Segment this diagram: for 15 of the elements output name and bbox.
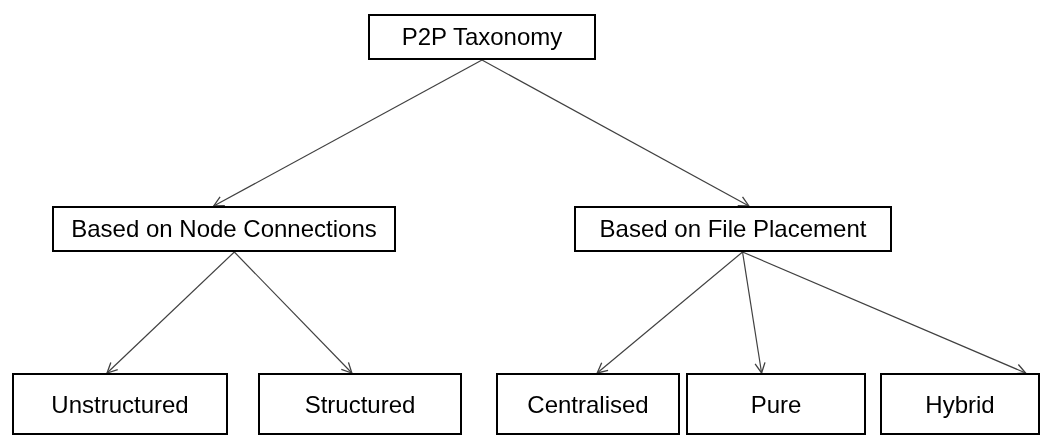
arrow [741, 251, 1027, 375]
arrow [596, 251, 744, 374]
arrow [481, 59, 750, 207]
category-box: Centralised [496, 373, 680, 435]
arrow [233, 251, 353, 374]
arrow [106, 251, 235, 374]
category-box: Structured [258, 373, 462, 435]
category-box: Unstructured [12, 373, 228, 435]
category-box: Based on Node Connections [52, 206, 396, 252]
category-box: Pure [686, 373, 866, 435]
arrow [213, 59, 483, 207]
arrow [741, 251, 766, 374]
category-box: Based on File Placement [574, 206, 892, 252]
category-box: Hybrid [880, 373, 1040, 435]
category-box: P2P Taxonomy [368, 14, 596, 60]
